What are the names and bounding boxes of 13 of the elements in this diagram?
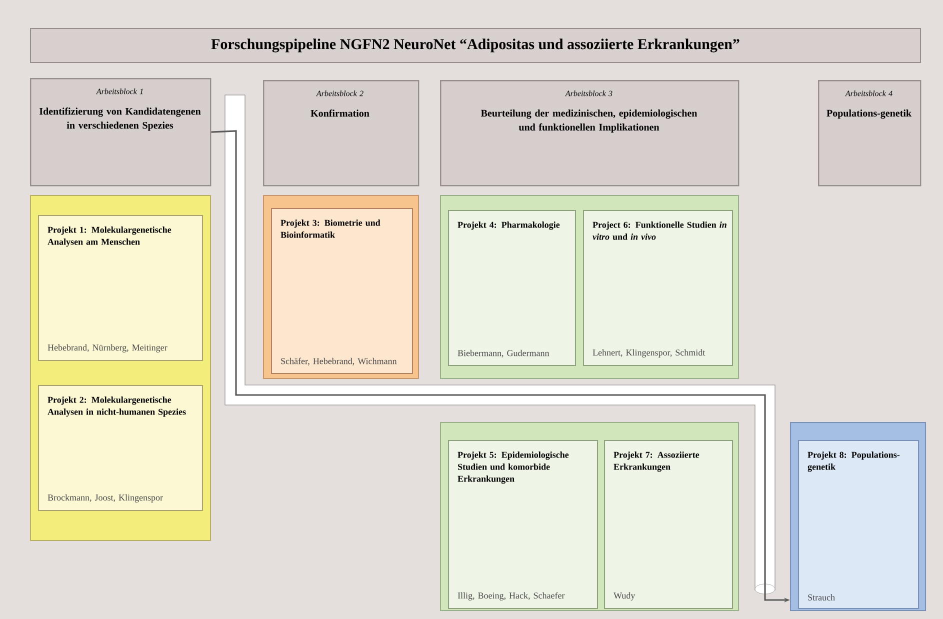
title-banner: Forschungspipeline NGFN2 NeuroNet “Adipositas und assoziierte Erkrankungen”	[30, 28, 921, 63]
project-box: Projekt 8: Populations-genetik Strauch	[798, 440, 919, 609]
project-box: Projekt 1: Molekulargenetische Analysen am Menschen Hebebrand, Nürnberg, Meitinger	[38, 215, 203, 361]
work-block-header: Arbeitsblock 4 Populations-genetik	[818, 80, 922, 186]
work-block-header: Arbeitsblock 1 Identifizierung von Kandidatengenen in verschiedenen Spezies	[30, 78, 212, 186]
work-block-header: Arbeitsblock 2 Konfirmation	[263, 80, 420, 186]
project-box: Project 6: Funktionelle Studien in vitro und in vivo Lehnert, Klingenspor, Schmidt	[583, 210, 733, 366]
work-block-header: Arbeitsblock 3 Beurteilung der medizinischen, epidemiologischen und funktionellen Implikationen	[440, 80, 740, 186]
project-box: Projekt 4: Pharmakologie Biebermann, Gudermann	[448, 210, 576, 366]
project-box: Projekt 3: Biometrie und Bioinformatik Schäfer, Hebebrand, Wichmann	[271, 208, 413, 374]
project-box: Projekt 7: Assoziierte Erkrankungen Wudy	[604, 440, 733, 609]
project-box: Projekt 2: Molekulargenetische Analysen in nicht-humanen Spezies Brockmann, Joost, Klingenspor	[38, 385, 203, 511]
project-box: Projekt 5: Epidemiologische Studien und komorbide Erkrankungen Illig, Boeing, Hack, Schaefer	[448, 440, 598, 609]
